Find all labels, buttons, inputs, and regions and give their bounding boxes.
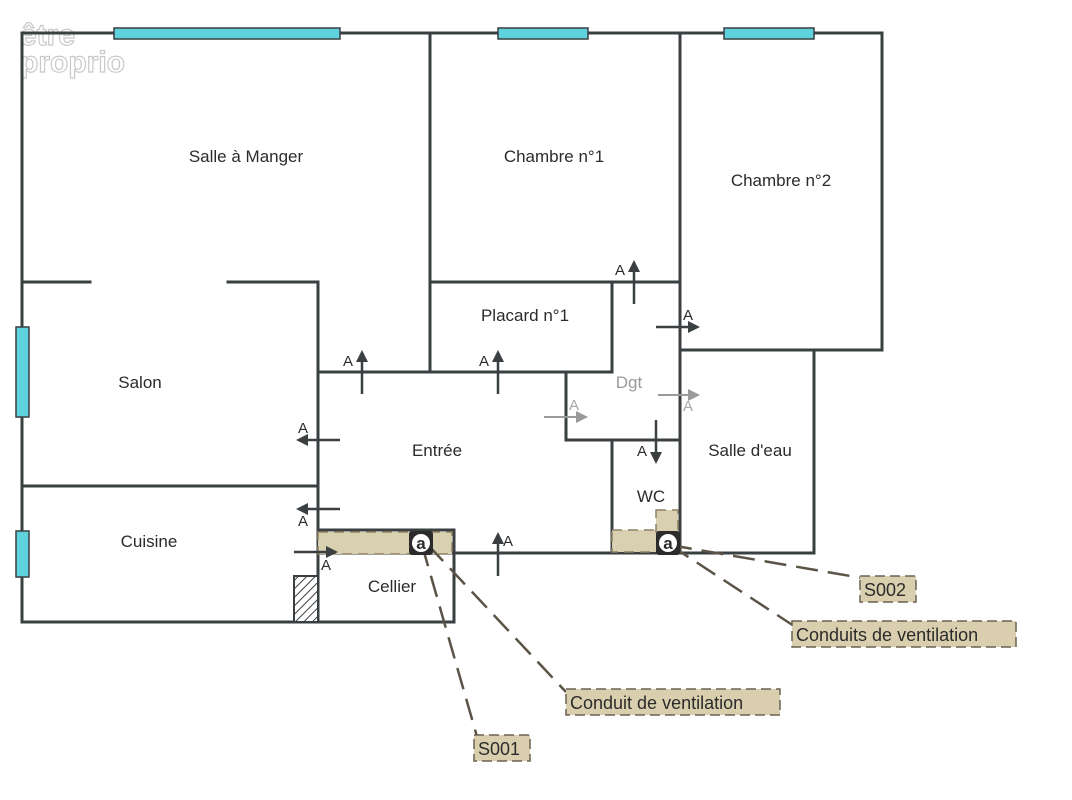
arrow-label: A [683,398,693,415]
ventilation-marker: a [656,531,680,555]
door-arrow: A [492,532,513,576]
walls [20,31,884,624]
door-arrow: A [656,307,700,333]
room-cuisine: Cuisine [121,532,178,551]
tag-s001-text: S001 [478,739,520,759]
tag-conduits-text: Conduits de ventilation [796,625,978,645]
door-arrow: A [343,350,368,394]
tag-conduit-text: Conduit de ventilation [570,693,743,713]
arrow-label: A [321,557,331,574]
door-arrow: A [637,420,662,464]
tag-s001: S001 [473,734,531,762]
arrow-label: A [298,420,308,437]
room-labels: Salle à Manger Chambre n°1 Chambre n°2 P… [118,147,831,596]
window [15,326,30,418]
door-arrow: A [615,260,640,304]
arrow-label: A [615,262,625,279]
logo-line1: être [20,19,75,52]
room-chambre-2: Chambre n°2 [731,171,831,190]
tag-s002-text: S002 [864,580,906,600]
arrow-label: A [343,353,353,370]
door-arrow-faded: A [658,389,700,415]
logo: être proprio [19,18,125,79]
duct-shaft-hatch [294,576,318,622]
window [15,530,30,578]
room-salle-a-manger: Salle à Manger [189,147,304,166]
room-dgt: Dgt [616,373,643,392]
marker-glyph: a [663,534,673,553]
window [497,27,589,40]
arrow-label: A [503,533,513,550]
room-entree: Entrée [412,441,462,460]
room-cellier: Cellier [368,577,417,596]
logo-line2: proprio [20,46,125,79]
room-salle-d-eau: Salle d'eau [708,441,792,460]
arrow-label: A [298,513,308,530]
windows [15,27,815,578]
arrow-label: A [637,443,647,460]
room-salon: Salon [118,373,161,392]
arrow-label: A [569,397,579,414]
arrow-label: A [479,353,489,370]
tag-conduit: Conduit de ventilation [565,688,781,716]
room-wc: WC [637,487,665,506]
ventilation-marker: a [409,531,433,555]
door-arrows: A A A A A A [294,260,700,576]
room-chambre-1: Chambre n°1 [504,147,604,166]
door-arrow: A [479,350,504,394]
window [113,27,341,40]
tag-s002: S002 [859,575,917,603]
door-arrow-faded: A [544,397,588,423]
door-arrow: A [294,546,338,574]
arrow-label: A [683,307,693,324]
leader-lines [420,543,863,741]
duct-zone-wc-corner [655,509,679,533]
tag-conduits: Conduits de ventilation [791,620,1017,648]
room-placard-1: Placard n°1 [481,306,569,325]
door-arrow: A [296,420,340,446]
window [723,27,815,40]
marker-glyph: a [416,534,426,553]
door-arrow: A [296,503,340,530]
